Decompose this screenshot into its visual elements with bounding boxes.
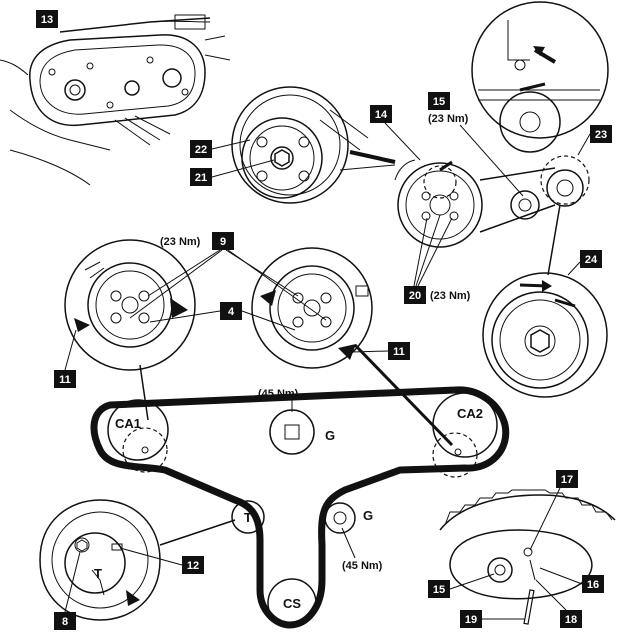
inset-leader-ca1 bbox=[139, 364, 149, 421]
svg-text:12: 12 bbox=[187, 560, 199, 572]
svg-text:G: G bbox=[363, 508, 373, 523]
callout-21: 21 bbox=[190, 159, 275, 186]
svg-text:G: G bbox=[325, 428, 335, 443]
svg-text:CS: CS bbox=[283, 596, 301, 611]
svg-text:(23 Nm): (23 Nm) bbox=[430, 290, 471, 302]
pulley-cs: CS bbox=[267, 578, 317, 628]
svg-text:CA2: CA2 bbox=[457, 406, 483, 421]
callout-24: 24 bbox=[567, 250, 602, 276]
callout-18: 18 bbox=[535, 579, 582, 628]
pulley-g-top: G (45 Nm) bbox=[258, 388, 335, 455]
timing-belt-path bbox=[90, 386, 510, 629]
svg-text:8: 8 bbox=[62, 616, 68, 628]
svg-text:22: 22 bbox=[195, 144, 207, 156]
svg-text:23: 23 bbox=[595, 129, 607, 141]
callout-13: 13 bbox=[36, 10, 58, 28]
cam-drive-assembly bbox=[394, 155, 590, 248]
callout-22: 22 bbox=[190, 139, 251, 158]
svg-text:CA1: CA1 bbox=[115, 416, 141, 431]
svg-text:9: 9 bbox=[220, 236, 226, 248]
callout-17: 17 bbox=[529, 470, 578, 551]
tensioner-detail: T bbox=[39, 499, 236, 621]
svg-text:11: 11 bbox=[59, 374, 71, 386]
svg-text:17: 17 bbox=[561, 474, 573, 486]
callout-19: 19 bbox=[460, 610, 525, 628]
alignment-inset-bottom bbox=[482, 204, 608, 398]
alignment-inset-top bbox=[471, 1, 609, 153]
callout-11-right: 11 bbox=[351, 342, 410, 360]
svg-text:18: 18 bbox=[565, 614, 577, 626]
callout-12: 12 bbox=[119, 547, 204, 574]
pulley-t: T bbox=[231, 500, 265, 534]
callout-20: 20 (23 Nm) bbox=[404, 214, 471, 304]
svg-text:16: 16 bbox=[587, 579, 599, 591]
callout-4: 4 bbox=[149, 302, 296, 331]
svg-text:T: T bbox=[94, 566, 102, 581]
callout-9: 9 (23 Nm) bbox=[129, 232, 327, 321]
svg-text:15: 15 bbox=[433, 584, 445, 596]
callout-11-left: 11 bbox=[54, 329, 77, 388]
svg-text:13: 13 bbox=[41, 14, 53, 26]
callout-15-bottom: 15 bbox=[428, 573, 495, 598]
crank-sprocket-detail bbox=[439, 489, 616, 625]
callout-14: 14 bbox=[370, 105, 421, 161]
svg-text:21: 21 bbox=[195, 172, 207, 184]
svg-text:(45 Nm): (45 Nm) bbox=[342, 560, 383, 572]
pulley-ca2: CA2 bbox=[432, 392, 498, 478]
svg-text:(45 Nm): (45 Nm) bbox=[258, 388, 299, 400]
callout-16: 16 bbox=[539, 567, 604, 593]
svg-text:14: 14 bbox=[375, 109, 388, 121]
pulley-g-lower: G (45 Nm) bbox=[324, 502, 383, 572]
svg-text:24: 24 bbox=[585, 254, 598, 266]
svg-text:(23 Nm): (23 Nm) bbox=[160, 236, 201, 248]
svg-text:(23 Nm): (23 Nm) bbox=[428, 113, 469, 125]
callout-15-top: 15 (23 Nm) bbox=[428, 92, 524, 197]
pulley-ca1: CA1 bbox=[107, 399, 169, 473]
cam-sprocket-inset-right bbox=[251, 247, 373, 369]
cam-sprocket-inset-left bbox=[64, 239, 196, 371]
svg-text:11: 11 bbox=[393, 346, 405, 358]
svg-text:4: 4 bbox=[228, 306, 235, 318]
callout-23: 23 bbox=[577, 125, 612, 156]
timing-cover-illustration bbox=[0, 14, 231, 186]
svg-text:19: 19 bbox=[465, 614, 477, 626]
callout-8: 8 bbox=[54, 551, 81, 630]
cam-pulley-detail bbox=[231, 86, 396, 204]
svg-text:T: T bbox=[244, 510, 252, 525]
svg-text:15: 15 bbox=[433, 96, 445, 108]
svg-text:20: 20 bbox=[409, 290, 421, 302]
